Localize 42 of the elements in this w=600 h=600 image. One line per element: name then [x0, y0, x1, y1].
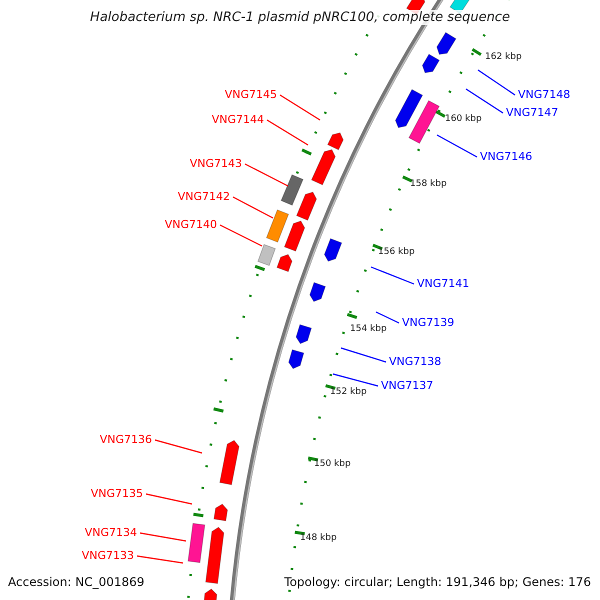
- leader-line: [154, 439, 202, 454]
- gene-label: VNG7146: [480, 151, 532, 162]
- scale-tick-label: 152 kbp: [330, 388, 367, 397]
- leader-line: [266, 119, 308, 146]
- leader-line: [478, 70, 516, 96]
- footer-note: Accession: NC_001869: [8, 576, 144, 588]
- leader-line: [436, 134, 478, 158]
- leader-line: [244, 163, 288, 187]
- gene-label: VNG7134: [84, 527, 137, 538]
- gene-label: VNG7143: [190, 158, 242, 169]
- scale-tick-label: 162 kbp: [485, 53, 522, 62]
- gene-label: VNG7133: [82, 550, 134, 561]
- scale-tick-label: 160 kbp: [445, 115, 482, 124]
- gene-label: VNG7144: [212, 114, 264, 125]
- gene-label: VNG7145: [224, 89, 277, 100]
- footer-note: Topology: circular; Length: 191,346 bp; Genes: 176: [284, 576, 591, 588]
- scale-tick-label: 148 kbp: [300, 534, 337, 543]
- gene-label: VNG7135: [90, 488, 143, 499]
- leader-line: [466, 88, 504, 114]
- leader-line: [232, 196, 274, 219]
- leader-line: [140, 532, 186, 542]
- gene-label: VNG7148: [518, 89, 570, 100]
- leader-line: [370, 266, 414, 285]
- leader-line: [376, 311, 400, 324]
- scale-tick-label: 158 kbp: [410, 180, 447, 189]
- leader-line: [332, 373, 378, 387]
- gene-label: VNG7138: [389, 356, 442, 367]
- leader-line: [220, 224, 262, 247]
- leader-line: [136, 555, 184, 564]
- leader-line: [340, 347, 386, 363]
- gene-label: VNG7140: [164, 219, 217, 230]
- gene-label: VNG7139: [402, 317, 454, 328]
- gene-label: VNG7141: [417, 278, 470, 289]
- gene-label: VNG7136: [100, 434, 152, 445]
- scale-tick-label: 150 kbp: [314, 460, 351, 469]
- scale-tick-label: 154 kbp: [350, 325, 387, 334]
- gene-label: VNG7137: [381, 380, 434, 391]
- leader-line: [280, 94, 320, 120]
- leader-line: [146, 493, 192, 505]
- gene-label: VNG7142: [178, 191, 230, 202]
- gene-label: VNG7147: [506, 107, 558, 118]
- scale-tick-label: 156 kbp: [378, 248, 415, 257]
